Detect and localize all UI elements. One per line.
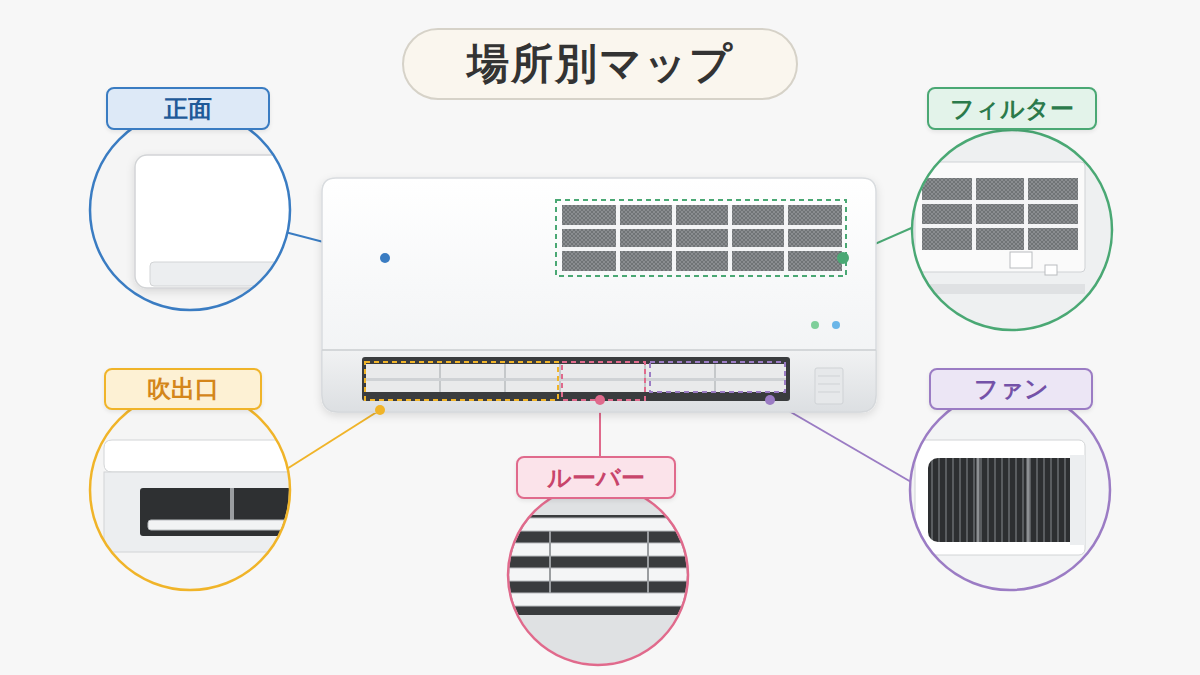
label-pill: 正面 <box>106 87 270 130</box>
label-text: 吹出口 <box>147 373 219 405</box>
title-pill: 場所別マップ <box>402 28 798 100</box>
label-pill: ファン <box>929 368 1093 410</box>
label-pill: フィルター <box>927 87 1097 130</box>
label-text: ファン <box>974 373 1049 405</box>
label-pill: 吹出口 <box>104 368 262 410</box>
label-text: 正面 <box>164 93 212 125</box>
label-pill: ルーバー <box>516 456 676 499</box>
title-text: 場所別マップ <box>467 36 734 92</box>
label-text: ルーバー <box>547 462 645 494</box>
label-text: フィルター <box>950 93 1074 125</box>
